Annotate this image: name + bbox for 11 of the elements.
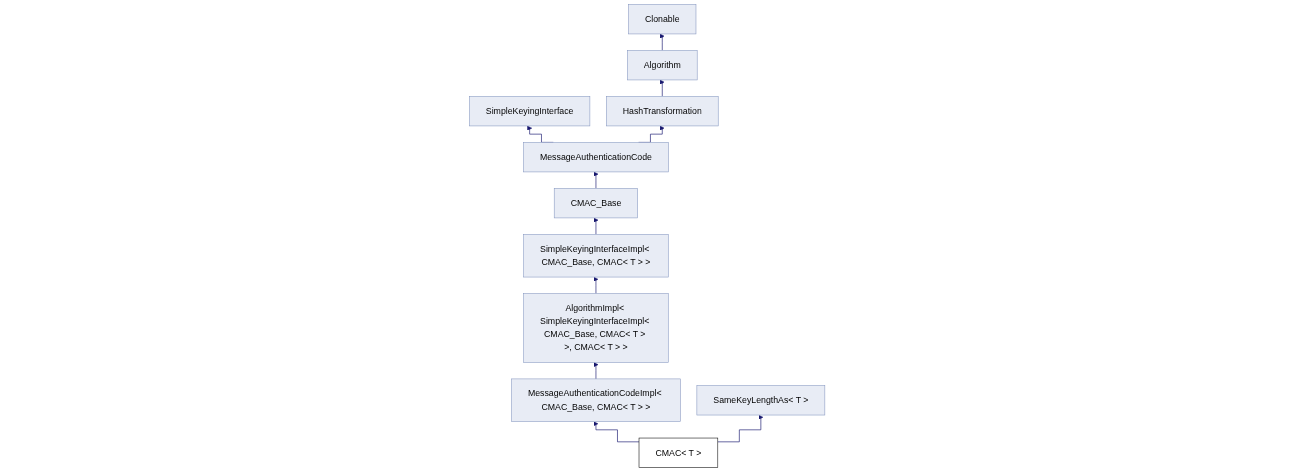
node-box: CMAC< T > xyxy=(639,437,719,468)
node-box: Algorithm xyxy=(627,50,698,81)
node-box: HashTransformation xyxy=(606,96,719,127)
node-box: SimpleKeyingInterface xyxy=(469,96,591,127)
node-box: MessageAuthenticationCode xyxy=(523,142,670,173)
node-box: SameKeyLengthAs< T > xyxy=(696,385,826,416)
node-box: Clonable xyxy=(628,4,697,35)
node-box: AlgorithmImpl< SimpleKeyingInterfaceImpl< CMAC_Base, CMAC< T > >, CMAC< T > > xyxy=(523,293,669,363)
node-box: CMAC_Base xyxy=(554,188,639,219)
node-box: SimpleKeyingInterfaceImpl< CMAC_Base, CMAC< T > > xyxy=(523,234,669,278)
node-box: MessageAuthenticationCodeImpl< CMAC_Base, CMAC< T > > xyxy=(511,378,682,422)
